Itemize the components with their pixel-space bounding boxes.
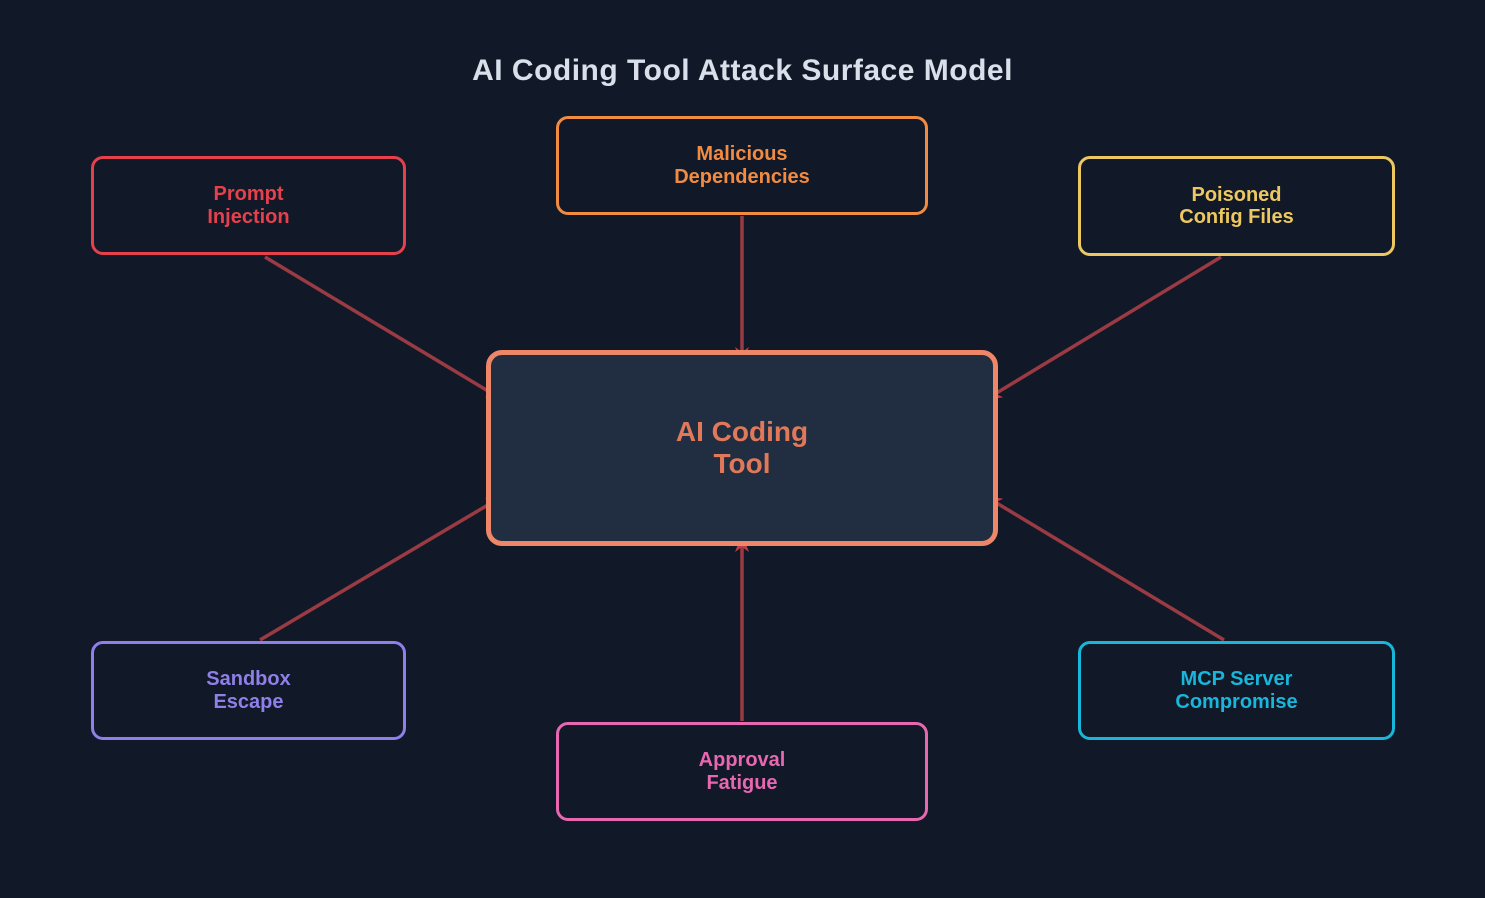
node-poisoned-config-files: Poisoned Config Files [1078, 156, 1395, 256]
edge-poisoned_config_files-to-ai_coding_tool [984, 255, 1222, 402]
node-sandbox-escape-label: Sandbox Escape [206, 668, 291, 713]
node-approval-fatigue: Approval Fatigue [556, 722, 928, 821]
edge-sandbox_escape-to-ai_coding_tool [259, 494, 504, 642]
diagram-title: AI Coding Tool Attack Surface Model [472, 54, 1013, 87]
node-ai-coding-tool: AI Coding Tool [486, 350, 998, 546]
edge-prompt_injection-to-ai_coding_tool [264, 255, 504, 402]
node-malicious-dependencies: Malicious Dependencies [556, 116, 928, 215]
node-prompt-injection-label: Prompt Injection [207, 183, 290, 228]
node-prompt-injection: Prompt Injection [91, 156, 406, 255]
node-ai-coding-tool-label: AI Coding Tool [675, 415, 809, 479]
node-poisoned-config-files-label: Poisoned Config Files [1179, 183, 1294, 228]
node-malicious-dependencies-label: Malicious Dependencies [674, 143, 810, 188]
node-approval-fatigue-label: Approval Fatigue [698, 749, 786, 794]
edge-mcp_server_compromise-to-ai_coding_tool [984, 494, 1225, 642]
node-mcp-server-compromise: MCP Server Compromise [1078, 641, 1395, 740]
node-sandbox-escape: Sandbox Escape [91, 641, 406, 740]
node-mcp-server-compromise-label: MCP Server Compromise [1175, 668, 1298, 713]
